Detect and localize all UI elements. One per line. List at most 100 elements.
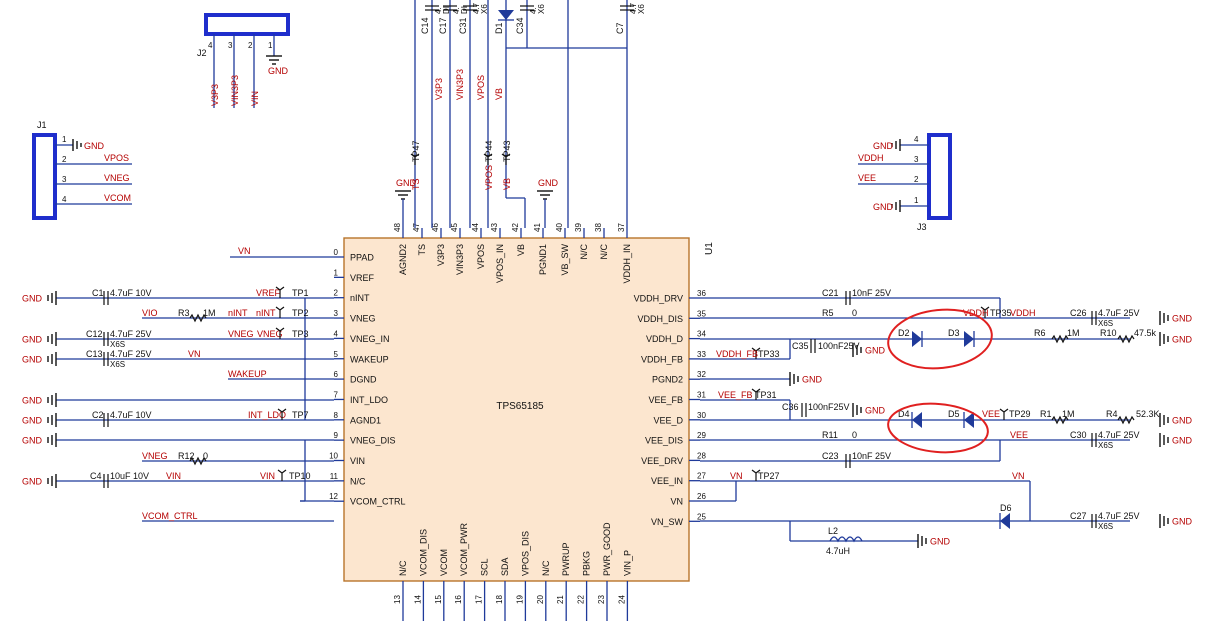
j1-net-gnd: GND	[84, 141, 105, 151]
chip-pin-name: VCOM_DIS	[418, 529, 428, 576]
chip-pin-number: 0	[334, 248, 339, 257]
chip-pin-name: VCOM_PWR	[459, 522, 469, 576]
j1-pin-num: 3	[62, 175, 67, 184]
gnd-label: GND	[22, 416, 43, 426]
chip-pin-name: VIN3P3	[455, 244, 465, 275]
d2-diode-icon	[912, 331, 922, 347]
tp35-ref: TP35	[990, 308, 1012, 318]
j3-net-gnd: GND	[873, 141, 894, 151]
chip-pin-number: 4	[334, 329, 339, 338]
chip-pin-name: VDDH_D	[646, 334, 684, 344]
top-cap-ref: C17	[438, 17, 448, 34]
d4-ref: D4	[898, 409, 910, 419]
chip-pin-number: 11	[330, 472, 339, 481]
j2-pin-num: 3	[228, 41, 233, 50]
chip-pin-name: N/C	[398, 560, 408, 576]
j1-refdes: J1	[37, 120, 47, 130]
chip-pin-number: 1	[334, 268, 339, 277]
tp10-net: VIN	[260, 471, 275, 481]
top-cap-dielectric: X6	[480, 4, 489, 14]
gnd-label: GND	[1172, 335, 1193, 345]
gnd-label: GND	[930, 537, 951, 547]
chip-part-label: TPS65185	[496, 401, 544, 412]
chip-pin-name: VEE_FB	[648, 395, 683, 405]
chip-pin-number: 40	[555, 223, 564, 232]
chip-pin-name: N/C	[350, 476, 366, 486]
chip-pin-number: 17	[475, 595, 484, 604]
r3-ref: R3	[178, 308, 190, 318]
c36-value: 100nF25V	[808, 402, 850, 412]
gnd-label: GND	[22, 294, 43, 304]
chip-pin-number: 29	[697, 431, 706, 440]
c30-value: 4.7uF 25V	[1098, 430, 1140, 440]
chip-pin-number: 43	[490, 223, 499, 232]
j2-net-v3p3: V3P3	[210, 84, 220, 106]
right-components	[751, 291, 1135, 543]
chip-pin-name: AGND1	[350, 415, 381, 425]
testpoint-icon	[501, 153, 511, 165]
tp1-net: VREF	[256, 288, 281, 298]
net-vin3p3: VIN3P3	[455, 69, 465, 100]
l2-inductor-icon	[829, 536, 863, 543]
chip-pin-number: 45	[450, 223, 459, 232]
j2-pins: 4 3 2 1 GND V3P3 VIN3P3 VIN	[208, 34, 289, 108]
chip-pin-name: VNEG	[350, 314, 376, 324]
chip-pin-name: PBKG	[582, 551, 592, 576]
top-cap-ref: C14	[420, 17, 430, 34]
chip-pin-number: 38	[594, 223, 603, 232]
r11-value: 0	[852, 430, 857, 440]
chip-pin-name: V3P3	[436, 244, 446, 266]
c27-ref: C27	[1070, 511, 1087, 521]
c21-ref: C21	[822, 288, 839, 298]
chip-pin-number: 26	[697, 492, 706, 501]
chip-pin-number: 25	[697, 512, 706, 521]
chip-pin-number: 3	[334, 309, 339, 318]
gnd-label: GND	[1172, 314, 1193, 324]
j3-pin-num: 1	[914, 196, 919, 205]
d2-ref: D2	[898, 328, 910, 338]
chip-pin-number: 42	[511, 223, 520, 232]
net-vn: VN	[188, 349, 201, 359]
tp2-net: nINT	[256, 308, 276, 318]
j1-pin-num: 1	[62, 135, 67, 144]
chip-pin-name: VPOS_DIS	[520, 531, 530, 576]
c26-dielectric: X6S	[1098, 319, 1113, 328]
chip-pin-name: VN	[670, 497, 683, 507]
net-vb: VB	[494, 88, 504, 100]
chip-pin-number: 22	[577, 595, 586, 604]
j3-pin-num: 3	[914, 155, 919, 164]
chip-refdes: U1	[704, 242, 715, 255]
tp31-ref: TP31	[755, 390, 777, 400]
tp33-net: VDDH_FB	[716, 349, 758, 359]
chip-pin-number: 14	[413, 595, 422, 604]
r5-ref: R5	[822, 308, 834, 318]
c35-ref: C35	[792, 341, 809, 351]
r10-value: 47.5k	[1134, 328, 1157, 338]
c30-ref: C30	[1070, 430, 1087, 440]
d1-diode-icon	[498, 10, 514, 20]
c2-ref: C2	[92, 410, 104, 420]
right-labels: C21 10nF 25V R5 0 VDDH TP35 VDDH C26 4.7…	[716, 288, 1160, 556]
j2-pin-num: 4	[208, 41, 213, 50]
chip-pin-number: 2	[334, 289, 339, 298]
c27-dielectric: X6S	[1098, 522, 1113, 531]
chip-pin-number: 5	[334, 350, 339, 359]
net-vpos: VPOS	[476, 75, 486, 100]
chip-body	[343, 237, 690, 582]
highlight-circle-upper	[887, 308, 993, 370]
chip-pin-number: 24	[617, 595, 626, 604]
c36-ref: C36	[782, 402, 799, 412]
tp29-net: VEE	[982, 409, 1000, 419]
left-labels: VN C1 4.7uF 10V VREF TP1 VIO R3 1M nINT …	[86, 246, 311, 521]
chip-pin-number: 21	[556, 595, 565, 604]
chip-pin-name: DGND	[350, 375, 377, 385]
chip-pin-number: 37	[617, 223, 626, 232]
chip-pin-name: VREF	[350, 273, 375, 283]
gnd-label: GND	[1172, 436, 1193, 446]
net-vee: VEE	[1010, 430, 1028, 440]
j1-net-vneg: VNEG	[104, 173, 130, 183]
chip-pin-number: 27	[697, 472, 706, 481]
